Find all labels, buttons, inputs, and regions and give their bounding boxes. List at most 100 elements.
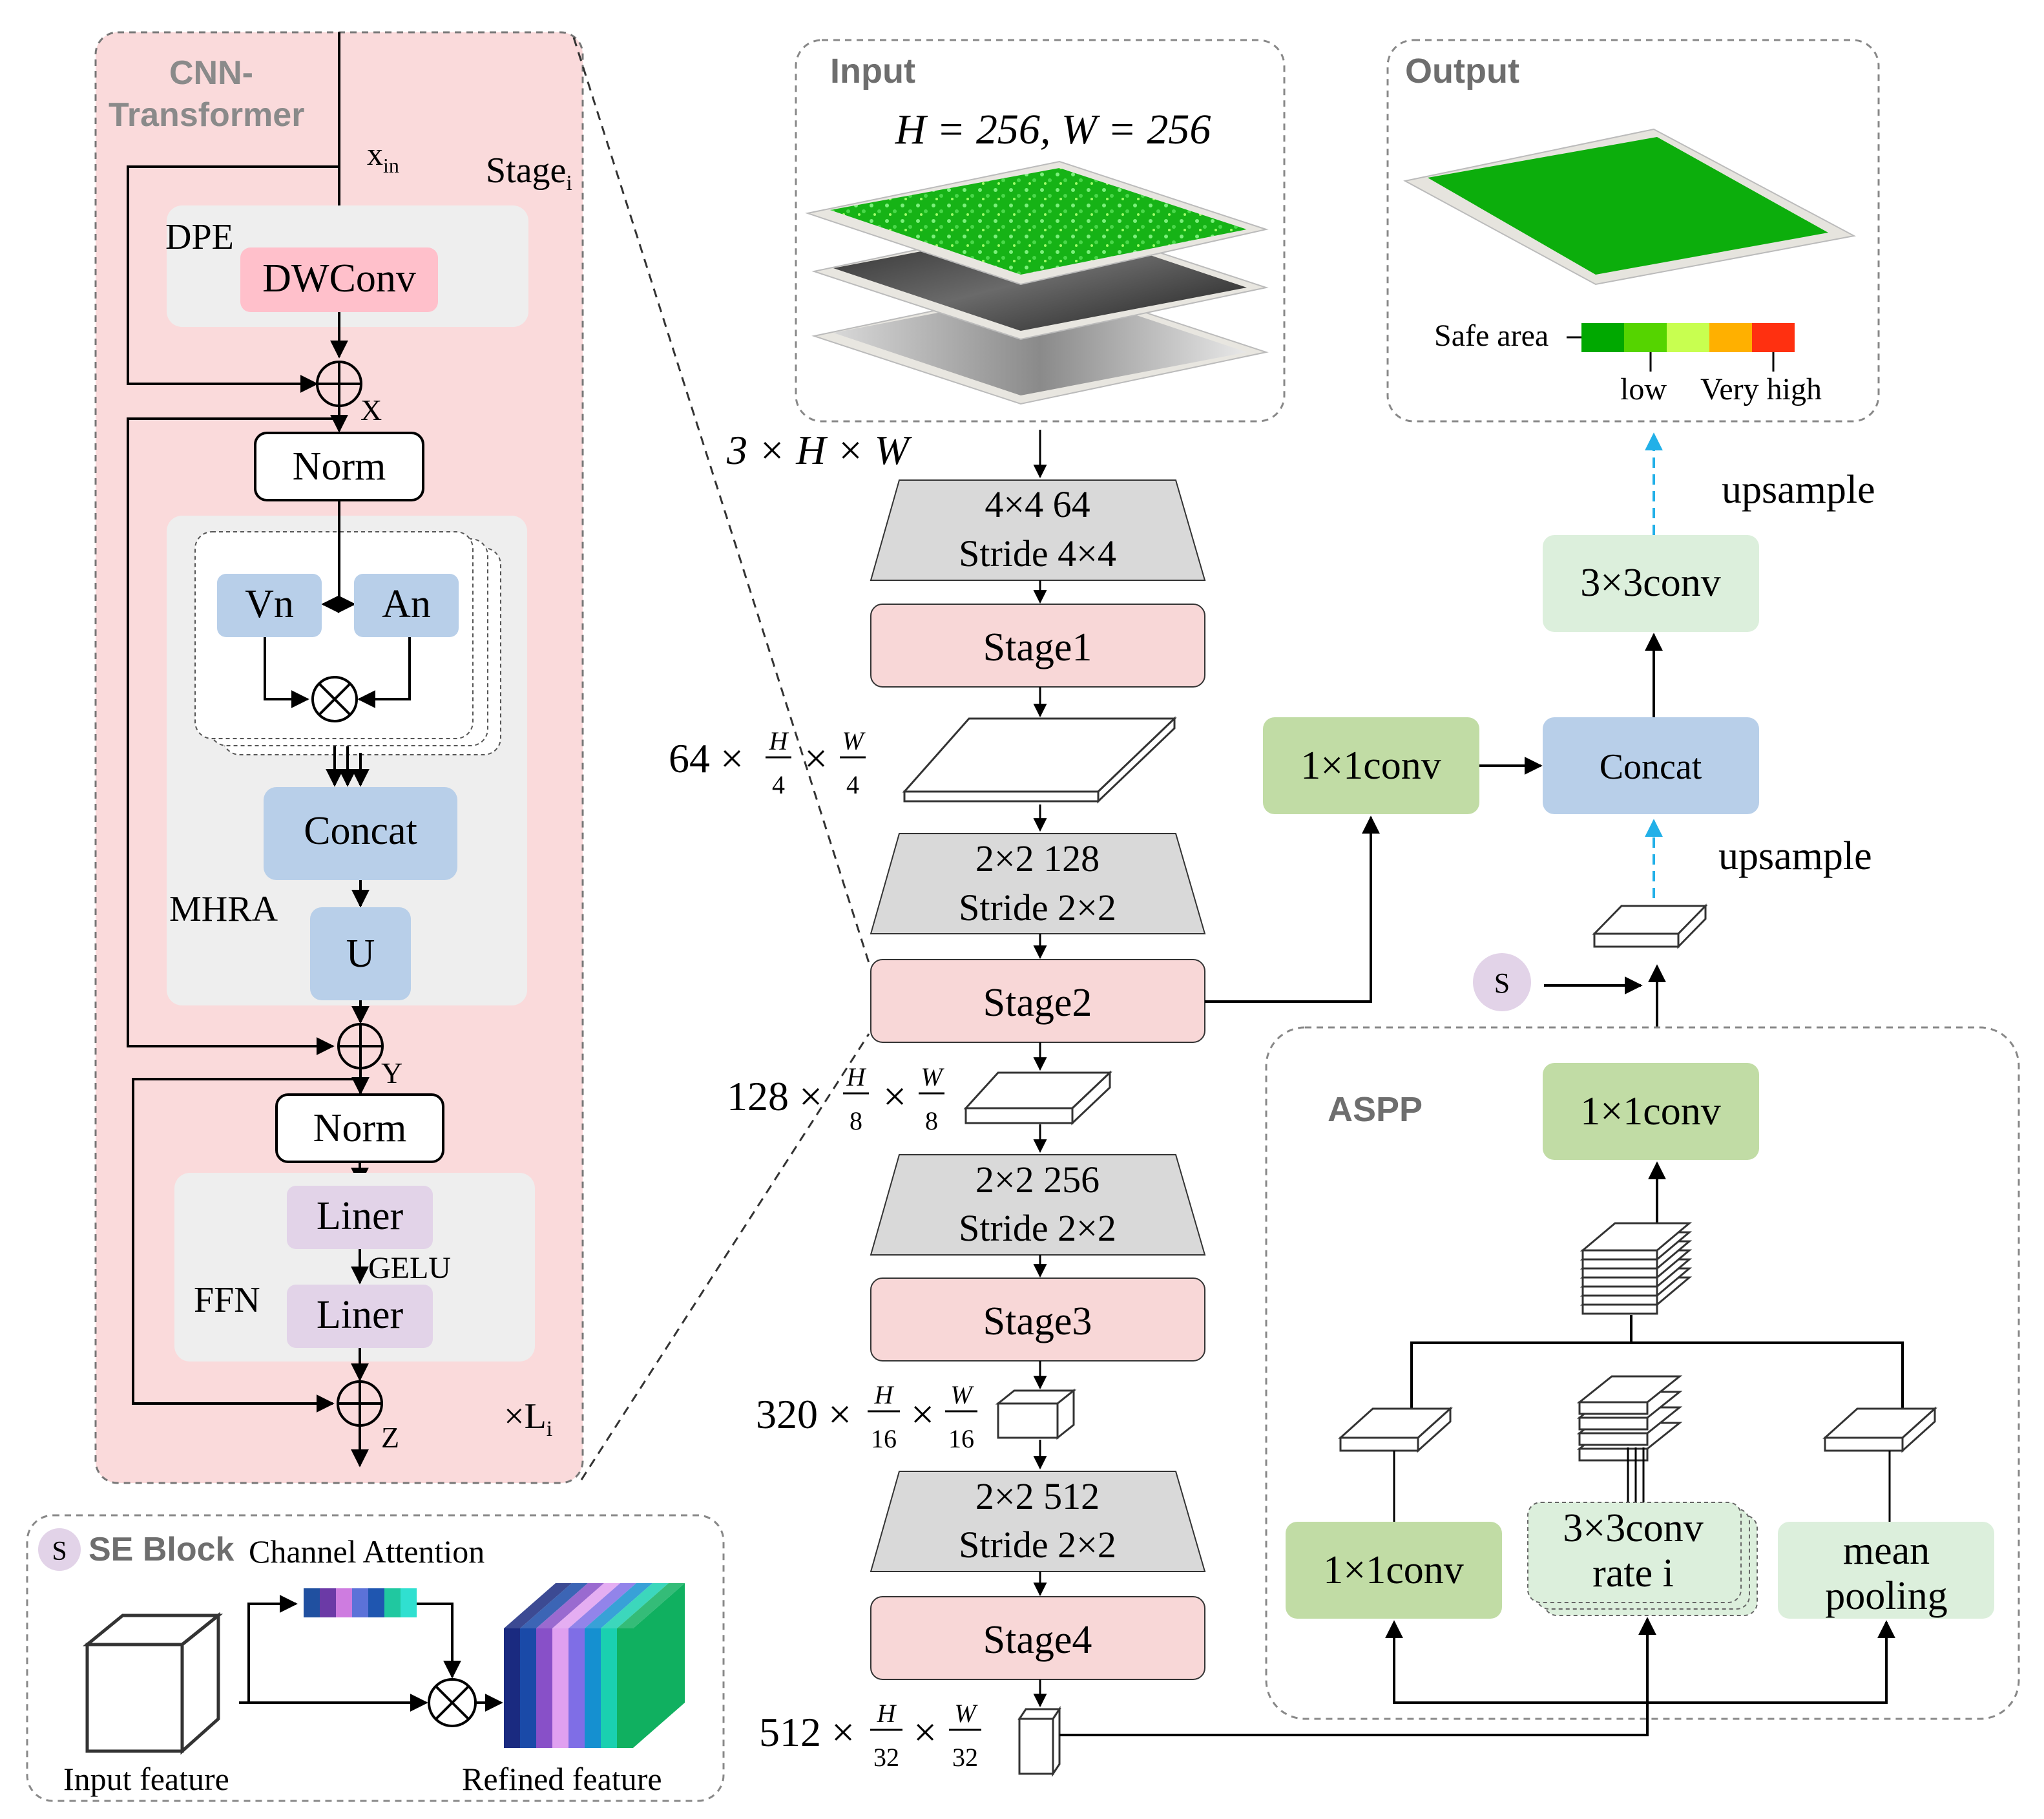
aspp-to-mean-arrow bbox=[1647, 1620, 1895, 1704]
attention-channel-1 bbox=[304, 1588, 320, 1617]
patch-embed-3-line1: 2×2 256 bbox=[975, 1159, 1100, 1201]
skip-connection-3 bbox=[132, 1078, 360, 1413]
norm-label-1: Norm bbox=[293, 445, 386, 489]
aspp-panel: ASPP 1×1conv 1×1conv 3×3conv rate i bbox=[1059, 1026, 2020, 1736]
skip-connection-1 bbox=[127, 165, 339, 393]
patch-embed-3-line2: Stride 2×2 bbox=[959, 1207, 1116, 1249]
svg-text:128 ×: 128 × bbox=[727, 1073, 822, 1119]
refined-side-face bbox=[633, 1583, 685, 1748]
stage4-box bbox=[870, 1596, 1205, 1680]
norm-label-2: Norm bbox=[313, 1106, 407, 1150]
svg-text:4: 4 bbox=[772, 770, 785, 799]
concat-layer-front-2 bbox=[1581, 1258, 1658, 1270]
add-node-y bbox=[337, 1023, 384, 1069]
dwconv-box bbox=[240, 247, 438, 312]
stage4-to-aspp-arrow bbox=[1059, 1617, 1656, 1736]
branch2-feature-stack bbox=[1576, 1375, 1683, 1462]
aspp-conv3x3-box bbox=[1527, 1502, 1742, 1603]
concat-layer-front-7 bbox=[1581, 1303, 1658, 1315]
branch3-feature bbox=[1822, 1406, 1937, 1453]
conv3x3-decoder-label: 3×3conv bbox=[1580, 561, 1720, 605]
concat-layer-front-6 bbox=[1581, 1294, 1658, 1306]
svg-text:32: 32 bbox=[952, 1743, 978, 1772]
mean-pooling-box bbox=[1778, 1522, 1994, 1619]
input-size-formula: H = 256, W = 256 bbox=[895, 106, 1211, 153]
se-s-circle bbox=[38, 1528, 81, 1571]
dpe-label: DPE bbox=[165, 217, 234, 257]
risk-color-scale bbox=[1581, 323, 1795, 352]
stage2-label: Stage2 bbox=[983, 981, 1092, 1025]
refined-top-strip-5 bbox=[568, 1583, 636, 1628]
add-node-z bbox=[337, 1380, 383, 1427]
refined-top-strip-4 bbox=[552, 1583, 620, 1628]
concat-box-mhra bbox=[264, 787, 457, 880]
concat-decoder-box bbox=[1543, 717, 1759, 814]
branch2-layer-front-1 bbox=[1578, 1401, 1649, 1415]
attention-channel-2 bbox=[320, 1588, 336, 1617]
svg-text:W: W bbox=[921, 1062, 944, 1091]
an-box bbox=[354, 574, 459, 637]
aspp-merge-line bbox=[1410, 1341, 1904, 1409]
scale-swatch-3 bbox=[1667, 323, 1709, 352]
svg-text:8: 8 bbox=[850, 1106, 862, 1135]
attention-channel-6 bbox=[384, 1588, 401, 1617]
dwconv-label: DWConv bbox=[262, 257, 416, 300]
refined-front-strip-7 bbox=[601, 1628, 617, 1748]
scale-swatch-4 bbox=[1709, 323, 1752, 352]
se-s-label: S bbox=[52, 1537, 67, 1566]
liner-label-1: Liner bbox=[317, 1194, 404, 1238]
an-label: An bbox=[382, 582, 431, 626]
skip-connection-2 bbox=[127, 417, 339, 1055]
u-label: U bbox=[346, 932, 375, 976]
dims-2: 128 × H 8 × W 8 bbox=[727, 1062, 944, 1135]
very-high-label: Very high bbox=[1700, 372, 1822, 406]
se-block-title: SE Block bbox=[89, 1531, 234, 1568]
safe-area-label: Safe area bbox=[1434, 319, 1549, 353]
add-node-x bbox=[316, 361, 362, 407]
svg-text:16: 16 bbox=[948, 1424, 974, 1453]
an-to-mul bbox=[357, 637, 411, 708]
svg-text:64 ×: 64 × bbox=[669, 735, 744, 781]
gelu-label: GELU bbox=[368, 1251, 451, 1285]
stage4-label: Stage4 bbox=[983, 1618, 1092, 1662]
input-feature-label: Input feature bbox=[63, 1761, 229, 1797]
refined-front-strip-8 bbox=[617, 1628, 633, 1748]
z-label: Z bbox=[381, 1421, 399, 1454]
liner-label-2: Liner bbox=[317, 1293, 404, 1337]
refined-top-strip-3 bbox=[536, 1583, 604, 1628]
svg-text:32: 32 bbox=[873, 1743, 899, 1772]
svg-text:W: W bbox=[842, 726, 866, 755]
u-box bbox=[310, 907, 411, 1000]
patch-embed-1 bbox=[870, 479, 1206, 581]
patch-embed-4 bbox=[870, 1471, 1206, 1572]
refined-top-strip-2 bbox=[520, 1583, 588, 1628]
decoder: 1×1conv Concat 3×3conv upsample upsample… bbox=[1205, 432, 1875, 1063]
refined-feature-label: Refined feature bbox=[462, 1761, 662, 1797]
svg-text:H: H bbox=[846, 1062, 867, 1091]
aspp-conv3x3-line2: rate i bbox=[1592, 1551, 1674, 1595]
svg-text:W: W bbox=[950, 1380, 974, 1409]
aspp-conv1x1-out-label: 1×1conv bbox=[1580, 1089, 1720, 1133]
aspp-conv1x1-out-box bbox=[1543, 1063, 1759, 1160]
aspp-concat-stack bbox=[1580, 1222, 1693, 1315]
concat-label-mhra: Concat bbox=[304, 809, 417, 853]
patch-embed-1-line2: Stride 4×4 bbox=[959, 532, 1116, 574]
svg-text:4: 4 bbox=[846, 770, 859, 799]
branch2-layer-front-3 bbox=[1578, 1432, 1649, 1446]
aspp-conv1x1-box bbox=[1286, 1522, 1502, 1619]
mean-pooling-line2: pooling bbox=[1825, 1574, 1947, 1618]
se-block-panel: S SE Block Channel Attention Input featu… bbox=[26, 1514, 725, 1802]
refined-front-strip-6 bbox=[585, 1628, 601, 1748]
patch-embed-2 bbox=[870, 833, 1206, 934]
conv1x1-top-label: 1×1conv bbox=[1300, 744, 1441, 788]
concat-layer-front-4 bbox=[1581, 1276, 1658, 1288]
attention-channel-7 bbox=[401, 1588, 417, 1617]
attention-channel-4 bbox=[352, 1588, 368, 1617]
se-attention-arrow bbox=[417, 1603, 461, 1679]
se-s-label-decoder: S bbox=[1494, 967, 1510, 999]
liner-box-2 bbox=[287, 1285, 433, 1348]
zoom-line-top bbox=[572, 37, 870, 963]
aspp-conv1x1-label: 1×1conv bbox=[1323, 1548, 1463, 1592]
refined-feature-cube bbox=[504, 1583, 685, 1748]
